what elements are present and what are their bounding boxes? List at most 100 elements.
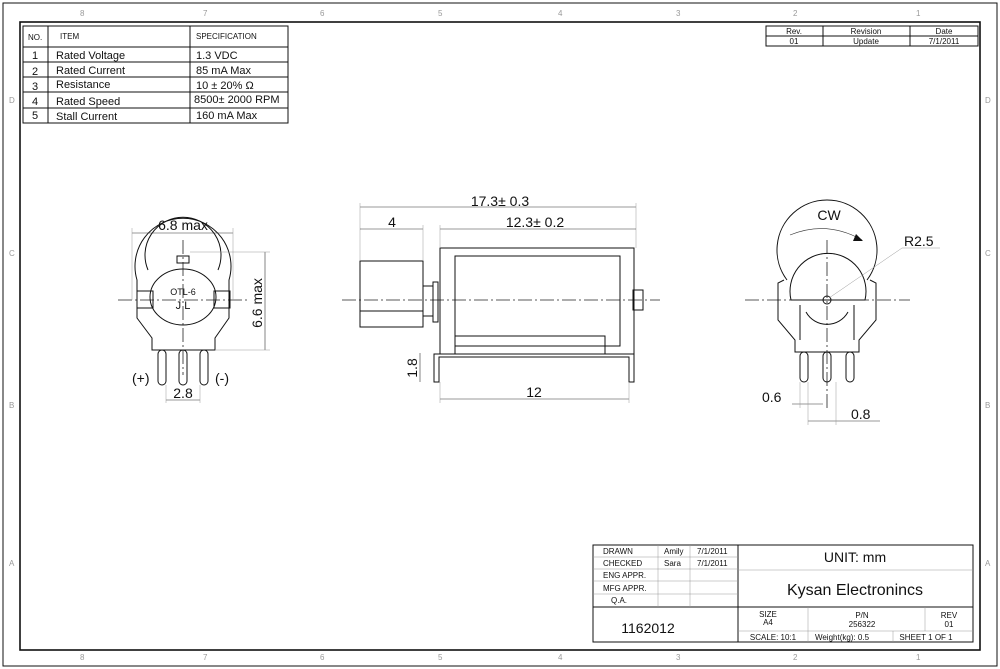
zone-col-8: 8 xyxy=(80,9,85,18)
pin-width-dimension: 0.6 xyxy=(762,389,782,405)
unit-label: UNIT: mm xyxy=(824,549,886,565)
zone-row-d-right: D xyxy=(985,96,991,105)
sheet-value: SHEET 1 OF 1 xyxy=(899,633,953,642)
row-spec: 85 mA Max xyxy=(196,65,252,77)
date-header: Date xyxy=(936,27,953,36)
front-view: OTL-6 J L 6.8 max 6.6 max 2.8 (+) (-) xyxy=(118,216,270,403)
row-item: Rated Current xyxy=(56,65,125,77)
rev-value: 01 xyxy=(790,37,799,46)
base-length-dimension: 12 xyxy=(526,384,542,400)
row-no: 2 xyxy=(32,66,38,78)
zone-labels: 8 7 6 5 4 3 2 1 8 7 6 5 4 3 2 1 D C B A … xyxy=(9,9,991,662)
row-spec: 1.3 VDC xyxy=(196,50,238,62)
weight-length-dimension: 4 xyxy=(388,214,396,230)
zone-row-a: A xyxy=(9,559,15,568)
zone-row-c-right: C xyxy=(985,249,991,258)
row-no: 1 xyxy=(32,50,38,62)
size-label: SIZE xyxy=(759,610,777,619)
approval-date: 7/1/2011 xyxy=(697,547,728,556)
overall-length-dimension: 17.3± 0.3 xyxy=(471,193,529,209)
rev-header: Rev. xyxy=(786,27,802,36)
revision-value: Update xyxy=(853,37,879,46)
leg-height-dimension: 1.8 xyxy=(404,358,420,378)
row-spec: 160 mA Max xyxy=(196,110,258,122)
approval-date: 7/1/2011 xyxy=(697,559,728,568)
spec-row: 2 Rated Current 85 mA Max xyxy=(32,65,252,78)
marking-label: J L xyxy=(176,300,191,312)
row-item: Stall Current xyxy=(56,111,117,123)
zone-row-a-right: A xyxy=(985,559,991,568)
weight-value: Weight(kg): 0.5 xyxy=(815,633,870,642)
spec-row: 3 Resistance 10 ± 20% Ω xyxy=(32,79,254,93)
zone-row-c: C xyxy=(9,249,15,258)
zone-col-4: 4 xyxy=(558,9,563,18)
zone-row-d: D xyxy=(9,96,15,105)
zone-col-6: 6 xyxy=(320,9,325,18)
scale-value: SCALE: 10:1 xyxy=(750,633,797,642)
approval-name: Amily xyxy=(664,547,684,556)
approval-row: CHECKED Sara 7/1/2011 xyxy=(603,559,728,568)
revision-header: Revision xyxy=(851,27,882,36)
zone-col-2-bottom: 2 xyxy=(793,653,798,662)
body-length-dimension: 12.3± 0.2 xyxy=(506,214,564,230)
positive-terminal-label: (+) xyxy=(132,370,150,386)
pn-value: 256322 xyxy=(849,620,876,629)
date-value: 7/1/2011 xyxy=(929,37,960,46)
zone-col-2: 2 xyxy=(793,9,798,18)
side-view: 17.3± 0.3 4 12.3± 0.2 12 1.8 xyxy=(342,193,660,403)
pin-offset-dimension: 0.8 xyxy=(851,406,871,422)
zone-col-8-bottom: 8 xyxy=(80,653,85,662)
rev-value: 01 xyxy=(945,620,954,629)
row-no: 3 xyxy=(32,81,38,93)
rear-view: CW R2.5 0.6 0.8 xyxy=(745,199,940,425)
drawing-number: 1162012 xyxy=(621,620,675,636)
zone-col-5-bottom: 5 xyxy=(438,653,443,662)
row-no: 4 xyxy=(32,96,38,108)
pn-label: P/N xyxy=(855,611,869,620)
spec-row: 1 Rated Voltage 1.3 VDC xyxy=(32,50,238,62)
rotation-label: CW xyxy=(817,207,841,223)
approval-role: MFG APPR. xyxy=(603,584,647,593)
inner-frame xyxy=(19,21,981,651)
title-block: DRAWN Amily 7/1/2011 CHECKED Sara 7/1/20… xyxy=(592,544,974,643)
pin-pitch-dimension: 2.8 xyxy=(173,385,193,401)
revision-table: Rev. Revision Date 01 Update 7/1/2011 xyxy=(765,25,979,47)
spec-row: 4 Rated Speed 8500± 2000 RPM xyxy=(32,94,280,108)
approval-role: Q.A. xyxy=(611,596,627,605)
zone-col-7: 7 xyxy=(203,9,208,18)
model-label: OTL-6 xyxy=(170,287,196,297)
zone-col-7-bottom: 7 xyxy=(203,653,208,662)
company-name: Kysan Electronincs xyxy=(787,582,923,599)
zone-row-b-right: B xyxy=(985,401,990,410)
row-item: Rated Speed xyxy=(56,96,120,108)
zone-col-4-bottom: 4 xyxy=(558,653,563,662)
approval-role: ENG APPR. xyxy=(603,571,646,580)
row-item: Rated Voltage xyxy=(56,50,125,62)
size-value: A4 xyxy=(763,618,773,627)
negative-terminal-label: (-) xyxy=(215,370,229,386)
approval-row: DRAWN Amily 7/1/2011 xyxy=(603,547,728,556)
header-item: ITEM xyxy=(60,32,79,41)
header-no: NO. xyxy=(28,33,42,42)
row-spec: 10 ± 20% Ω xyxy=(196,80,254,92)
zone-col-6-bottom: 6 xyxy=(320,653,325,662)
row-spec: 8500± 2000 RPM xyxy=(194,94,280,106)
spec-table: NO. ITEM SPECIFICATION 1 Rated Voltage 1… xyxy=(22,25,289,124)
zone-col-3-bottom: 3 xyxy=(676,653,681,662)
row-no: 5 xyxy=(32,110,38,122)
zone-col-3: 3 xyxy=(676,9,681,18)
spec-row: 5 Stall Current 160 mA Max xyxy=(32,110,258,123)
zone-row-b: B xyxy=(9,401,14,410)
radius-dimension: R2.5 xyxy=(904,233,934,249)
row-item: Resistance xyxy=(56,79,110,91)
approval-name: Sara xyxy=(664,559,681,568)
approval-role: CHECKED xyxy=(603,559,642,568)
zone-col-1-bottom: 1 xyxy=(916,653,921,662)
approval-role: DRAWN xyxy=(603,547,633,556)
rev-label: REV xyxy=(941,611,958,620)
height-dimension: 6.6 max xyxy=(249,278,265,328)
zone-col-1: 1 xyxy=(916,9,921,18)
zone-col-5: 5 xyxy=(438,9,443,18)
